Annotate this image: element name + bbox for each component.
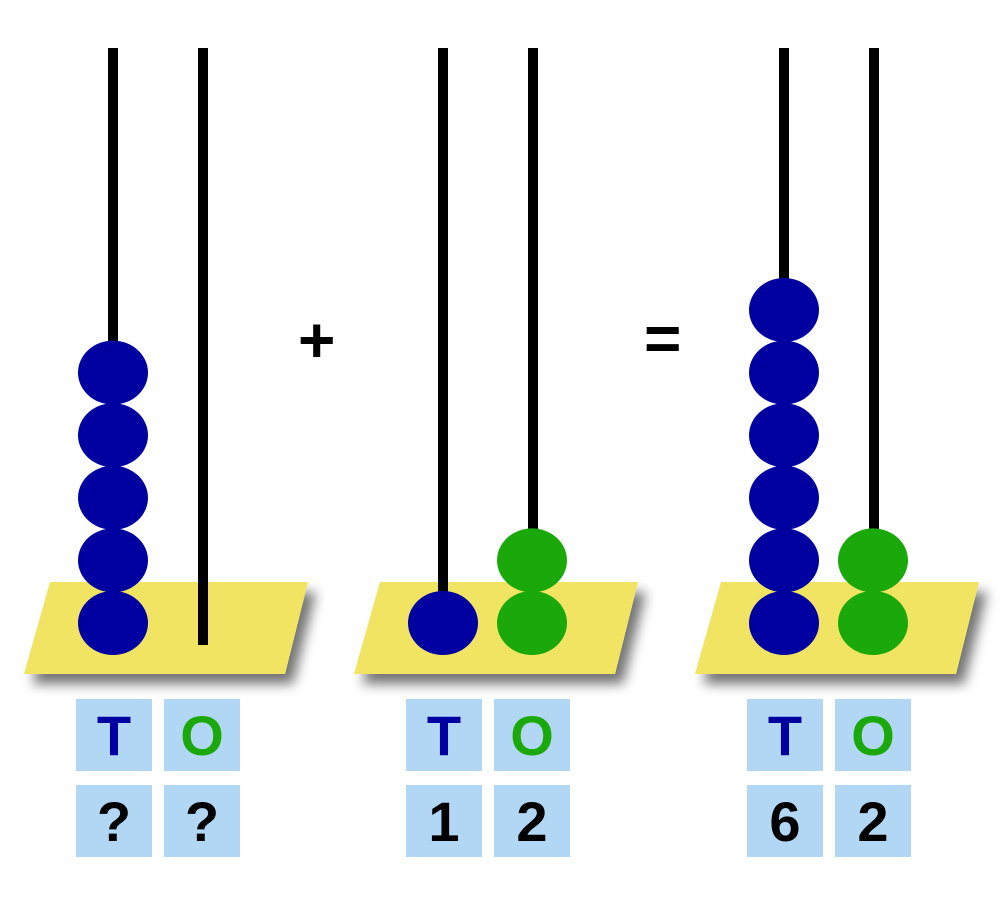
abacus-base bbox=[24, 582, 308, 674]
plus-sign: + bbox=[298, 304, 336, 376]
ones-rod bbox=[528, 48, 538, 645]
tens-bead bbox=[749, 591, 819, 655]
ones-value-box: ? bbox=[164, 785, 240, 857]
tens-bead bbox=[78, 591, 148, 655]
tens-bead bbox=[749, 528, 819, 593]
ones-rod bbox=[869, 48, 879, 645]
ones-bead bbox=[497, 528, 567, 593]
abacus-base bbox=[354, 582, 638, 674]
tens-bead bbox=[749, 403, 819, 468]
tens-label-box: T bbox=[76, 699, 152, 771]
tens-value-box: 6 bbox=[747, 785, 823, 857]
tens-bead bbox=[749, 465, 819, 530]
tens-value-box: ? bbox=[76, 785, 152, 857]
tens-bead bbox=[78, 528, 148, 593]
tens-bead bbox=[749, 340, 819, 405]
abacus-base bbox=[695, 582, 979, 674]
ones-bead bbox=[497, 591, 567, 655]
tens-bead bbox=[78, 340, 148, 405]
tens-value-box: 1 bbox=[406, 785, 482, 857]
tens-bead bbox=[408, 591, 478, 655]
ones-bead bbox=[838, 528, 908, 593]
abacus-3 bbox=[695, 48, 979, 674]
ones-bead bbox=[838, 591, 908, 655]
ones-value-box: 2 bbox=[835, 785, 911, 857]
ones-label-box: O bbox=[164, 699, 240, 771]
ones-label-box: O bbox=[494, 699, 570, 771]
tens-bead bbox=[78, 403, 148, 468]
tens-label-box: T bbox=[747, 699, 823, 771]
ones-rod bbox=[198, 48, 208, 645]
ones-value-box: 2 bbox=[494, 785, 570, 857]
tens-bead bbox=[78, 465, 148, 530]
equals-sign: = bbox=[644, 302, 682, 374]
tens-rod bbox=[438, 48, 448, 645]
abacus-1 bbox=[24, 48, 308, 674]
tens-label-box: T bbox=[406, 699, 482, 771]
tens-bead bbox=[749, 278, 819, 342]
abacus-2 bbox=[354, 48, 638, 674]
ones-label-box: O bbox=[835, 699, 911, 771]
